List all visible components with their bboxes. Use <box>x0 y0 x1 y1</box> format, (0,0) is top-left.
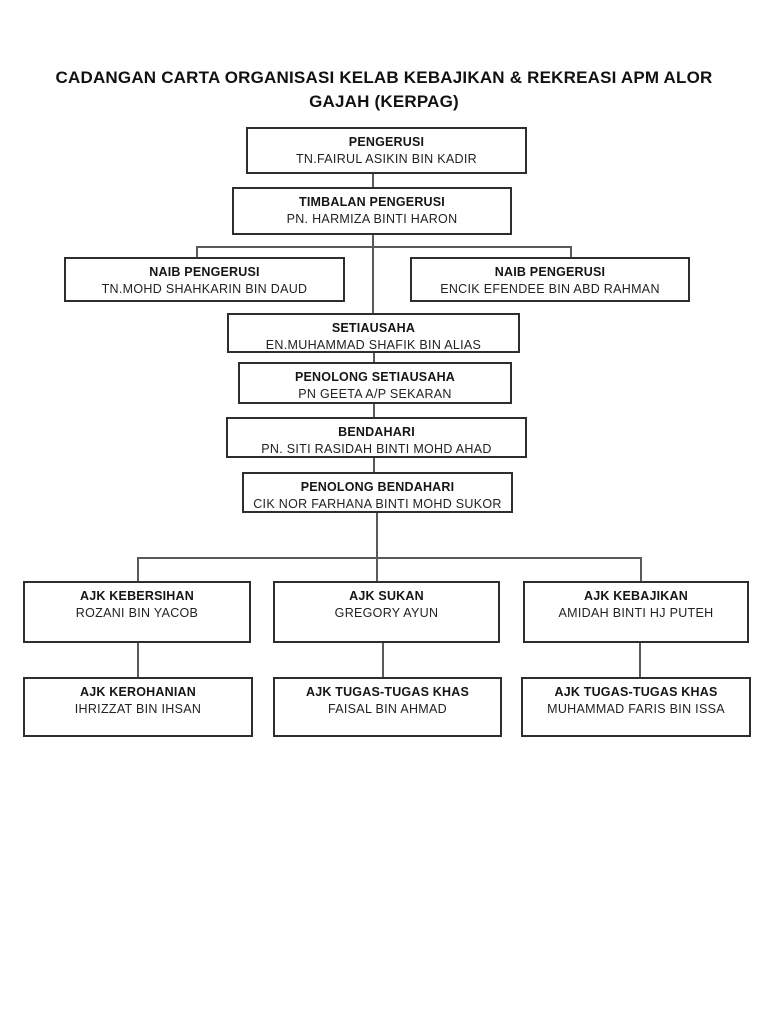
page-title: CADANGAN CARTA ORGANISASI KELAB KEBAJIKA… <box>0 66 768 114</box>
org-box-bendahari: BENDAHARI PN. SITI RASIDAH BINTI MOHD AH… <box>226 417 527 458</box>
org-box-ajk-tugas-tugas-khas-1: AJK TUGAS-TUGAS KHAS FAISAL BIN AHMAD <box>273 677 502 737</box>
org-box-ajk-kebajikan: AJK KEBAJIKAN AMIDAH BINTI HJ PUTEH <box>523 581 749 643</box>
person-name: TN.FAIRUL ASIKIN BIN KADIR <box>296 152 477 166</box>
connector-naib-right-stub <box>570 246 572 257</box>
connector-penolongbendahari-down <box>376 513 378 581</box>
person-name: PN. SITI RASIDAH BINTI MOHD AHAD <box>261 442 492 456</box>
person-name: MUHAMMAD FARIS BIN ISSA <box>547 702 725 716</box>
person-name: ENCIK EFENDEE BIN ABD RAHMAN <box>440 282 660 296</box>
connector-ajk-horizontal <box>137 557 642 559</box>
org-box-naib-pengerusi-2: NAIB PENGERUSI ENCIK EFENDEE BIN ABD RAH… <box>410 257 690 302</box>
org-box-penolong-setiausaha: PENOLONG SETIAUSAHA PN GEETA A/P SEKARAN <box>238 362 512 404</box>
page-title-line1: CADANGAN CARTA ORGANISASI KELAB KEBAJIKA… <box>55 68 713 87</box>
connector-setiausaha-penolong <box>373 353 375 362</box>
person-name: GREGORY AYUN <box>334 606 439 620</box>
person-name: FAISAL BIN AHMAD <box>328 702 447 716</box>
page-title-line2: GAJAH (KERPAG) <box>309 92 459 111</box>
person-name: PN GEETA A/P SEKARAN <box>298 387 452 401</box>
connector-timbalan-down <box>372 235 374 313</box>
role-label: BENDAHARI <box>338 425 415 439</box>
role-label: AJK TUGAS-TUGAS KHAS <box>554 685 718 699</box>
org-box-pengerusi: PENGERUSI TN.FAIRUL ASIKIN BIN KADIR <box>246 127 527 174</box>
role-label: AJK KEBAJIKAN <box>583 589 688 603</box>
person-name: ROZANI BIN YACOB <box>75 606 199 620</box>
org-box-ajk-sukan: AJK SUKAN GREGORY AYUN <box>273 581 500 643</box>
person-name: PN. HARMIZA BINTI HARON <box>286 212 458 226</box>
org-box-timbalan-pengerusi: TIMBALAN PENGERUSI PN. HARMIZA BINTI HAR… <box>232 187 512 235</box>
connector-ajk-right-stub <box>640 557 642 581</box>
role-label: AJK SUKAN <box>349 589 424 603</box>
connector-bendahari-penolong <box>373 458 375 472</box>
role-label: PENOLONG SETIAUSAHA <box>294 370 456 384</box>
role-label: AJK KEROHANIAN <box>79 685 196 699</box>
connector-penolong-bendahari-link <box>373 404 375 417</box>
connector-kebersihan-kerohanian <box>137 643 139 677</box>
connector-pengerusi-timbalan <box>372 174 374 187</box>
org-box-ajk-kerohanian: AJK KEROHANIAN IHRIZZAT BIN IHSAN <box>23 677 253 737</box>
person-name: IHRIZZAT BIN IHSAN <box>74 702 202 716</box>
org-box-setiausaha: SETIAUSAHA EN.MUHAMMAD SHAFIK BIN ALIAS <box>227 313 520 353</box>
connector-naib-left-stub <box>196 246 198 257</box>
role-label: AJK KEBERSIHAN <box>80 589 194 603</box>
person-name: TN.MOHD SHAHKARIN BIN DAUD <box>101 282 308 296</box>
role-label: PENOLONG BENDAHARI <box>300 480 455 494</box>
person-name: AMIDAH BINTI HJ PUTEH <box>558 606 714 620</box>
role-label: NAIB PENGERUSI <box>149 265 260 279</box>
org-box-ajk-kebersihan: AJK KEBERSIHAN ROZANI BIN YACOB <box>23 581 251 643</box>
connector-naib-horizontal <box>196 246 572 248</box>
role-label: PENGERUSI <box>348 135 425 149</box>
role-label: AJK TUGAS-TUGAS KHAS <box>305 685 470 699</box>
connector-sukan-tugaskhas1 <box>382 643 384 677</box>
org-box-penolong-bendahari: PENOLONG BENDAHARI CIK NOR FARHANA BINTI… <box>242 472 513 513</box>
org-box-ajk-tugas-tugas-khas-2: AJK TUGAS-TUGAS KHAS MUHAMMAD FARIS BIN … <box>521 677 751 737</box>
role-label: SETIAUSAHA <box>331 321 416 335</box>
role-label: TIMBALAN PENGERUSI <box>299 195 445 209</box>
person-name: EN.MUHAMMAD SHAFIK BIN ALIAS <box>265 338 482 352</box>
role-label: NAIB PENGERUSI <box>494 265 606 279</box>
connector-ajk-left-stub <box>137 557 139 581</box>
org-box-naib-pengerusi-1: NAIB PENGERUSI TN.MOHD SHAHKARIN BIN DAU… <box>64 257 345 302</box>
connector-kebajikan-tugaskhas2 <box>639 643 641 677</box>
person-name: CIK NOR FARHANA BINTI MOHD SUKOR <box>253 497 502 511</box>
